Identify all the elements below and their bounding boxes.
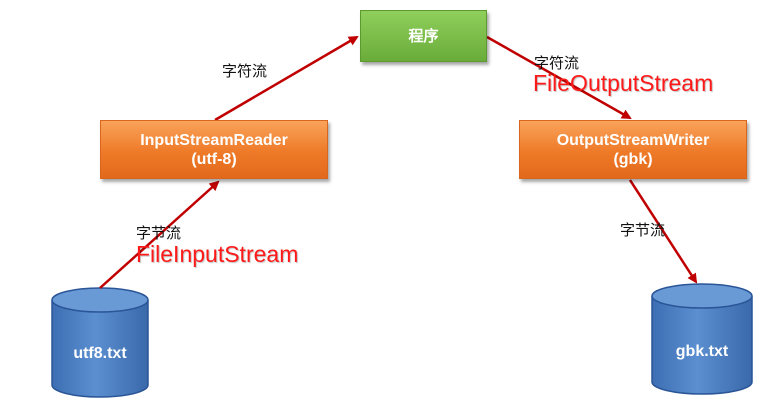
byte-stream-out-label: 字节流	[620, 221, 666, 239]
arrow-writer-to-file	[628, 179, 698, 284]
program-label: 程序	[408, 27, 439, 45]
byte-stream-in-label: 字节流	[136, 224, 182, 242]
arrow-file-to-reader	[99, 180, 220, 289]
target-file-label: gbk.txt	[675, 343, 729, 360]
char-stream-in-label: 字符流	[222, 62, 268, 80]
writer-charset: (gbk)	[613, 150, 653, 168]
char-stream-out-label: 字符流	[534, 54, 580, 72]
file-input-stream-label: FileInputStream	[136, 241, 299, 267]
arrow-program-to-writer	[486, 35, 632, 120]
reader-name: InputStreamReader	[140, 131, 288, 149]
writer-name: OutputStreamWriter	[556, 131, 710, 149]
source-file-label: utf8.txt	[73, 345, 127, 362]
file-output-stream-label: FileOutputStream	[533, 70, 714, 96]
utf8-file-cylinder	[51, 287, 149, 398]
gbk-file-cylinder	[651, 283, 753, 395]
arrow-reader-to-program	[214, 35, 359, 122]
reader-charset: (utf-8)	[191, 150, 237, 168]
program-node: 程序	[360, 10, 487, 62]
input-stream-reader-node: InputStreamReader (utf-8)	[100, 120, 328, 179]
output-stream-writer-node: OutputStreamWriter (gbk)	[519, 120, 747, 179]
